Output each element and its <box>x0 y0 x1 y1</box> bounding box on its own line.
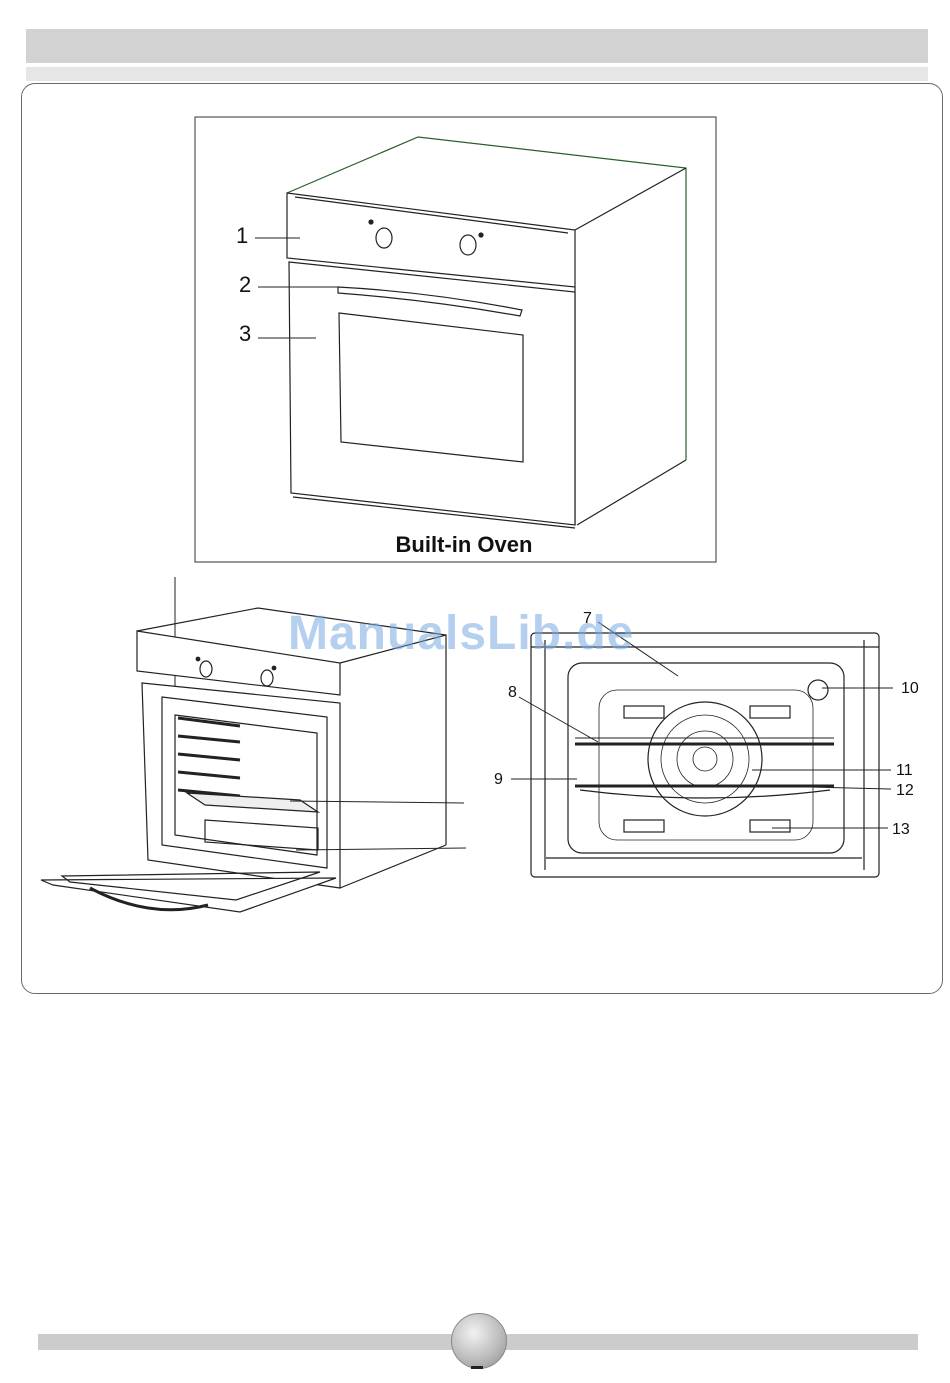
callout-3: 3 <box>239 321 251 346</box>
callout-1: 1 <box>236 223 248 248</box>
oven-interior-view <box>531 633 879 877</box>
callout-2: 2 <box>239 272 251 297</box>
callout-10: 10 <box>901 680 919 697</box>
page-number-badge <box>451 1313 507 1369</box>
watermark: ManualsLib.de <box>288 606 634 661</box>
oven-front-view <box>287 137 686 528</box>
callout-9: 9 <box>494 771 503 788</box>
figure-caption: Built-in Oven <box>396 532 533 557</box>
callout-11: 11 <box>896 762 913 779</box>
callout-8: 8 <box>508 684 517 701</box>
callout-13: 13 <box>892 821 910 838</box>
footer-mark <box>471 1366 483 1369</box>
callout-12: 12 <box>896 782 914 799</box>
